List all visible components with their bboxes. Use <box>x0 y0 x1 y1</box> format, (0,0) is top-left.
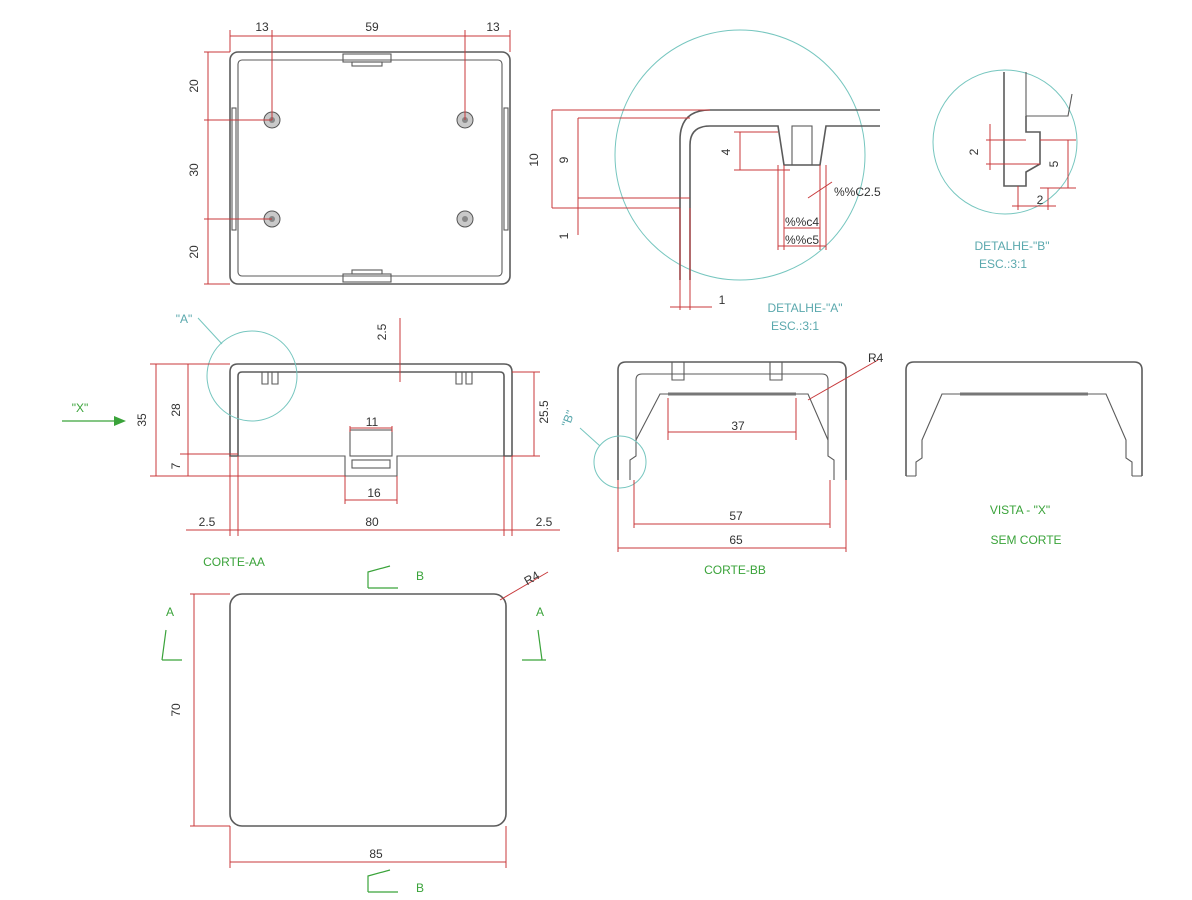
dim-65: 65 <box>729 533 743 547</box>
section-aa: "A" "X" 2.5 35 28 7 25.5 11 16 2.5 <box>62 312 560 569</box>
dim-2-5-left: 2.5 <box>199 515 216 529</box>
dim-25-5: 25.5 <box>537 400 551 424</box>
detail-a: 10 9 1 1 4 %%C2.5 %%c4 %%c5 DETALHE-"A" … <box>527 29 881 333</box>
dim-37: 37 <box>731 419 745 433</box>
dim-16: 16 <box>367 486 381 500</box>
view-x-label: "X" <box>72 401 89 415</box>
section-aa-base <box>238 455 504 477</box>
top-view: 13 59 13 20 30 20 <box>187 20 511 285</box>
section-bb-shell-inner <box>629 373 835 480</box>
section-bb-shell-outer <box>617 361 847 480</box>
dim-2-5-right: 2.5 <box>536 515 553 529</box>
plan-view-outline <box>229 593 507 827</box>
dim-9: 9 <box>557 156 571 163</box>
arrow-b-top-label: B <box>416 569 424 583</box>
dim-c4: %%c4 <box>785 215 819 229</box>
hole <box>456 210 474 228</box>
dim-57: 57 <box>729 509 743 523</box>
detail-b-title: DETALHE-"B" <box>975 239 1050 253</box>
section-aa-boss <box>349 429 393 457</box>
view-x-subtitle: SEM CORTE <box>990 533 1061 547</box>
bottom-clip-inner <box>351 269 383 275</box>
dim-11: 11 <box>366 415 379 429</box>
right-rail <box>503 107 509 231</box>
view-x-title: VISTA - "X" <box>990 503 1050 517</box>
section-arrow-b-top-icon <box>367 565 398 589</box>
detail-b-profile <box>1003 72 1041 187</box>
arrow-a-right-label: A <box>536 605 544 619</box>
section-bb-floor <box>635 393 829 441</box>
bottom-clip <box>342 273 392 283</box>
top-clip-inner <box>351 61 383 67</box>
top-view-inner <box>237 59 503 277</box>
marker-a: "A" <box>176 312 193 326</box>
dim-v-mid: 30 <box>187 163 201 177</box>
section-bb-detail-circle <box>593 435 647 489</box>
section-arrow-a-left-icon <box>161 629 182 661</box>
section-bb-title: CORTE-BB <box>704 563 766 577</box>
dim-left: 13 <box>255 20 269 34</box>
dim-right: 13 <box>486 20 500 34</box>
dim-4: 4 <box>719 148 733 155</box>
detail-a-slot <box>791 125 813 166</box>
dim-35: 35 <box>135 413 149 427</box>
section-bb: "B" R4 37 57 65 CORTE-BB <box>559 351 884 577</box>
dim-v-bottom: 20 <box>187 245 201 259</box>
detail-b-circle <box>932 69 1078 215</box>
arrow-a-left-label: A <box>166 605 174 619</box>
detail-b: 2 5 2 DETALHE-"B" ESC.:3:1 <box>932 69 1078 271</box>
view-x-inner <box>915 393 1133 476</box>
dim-10: 10 <box>527 153 541 167</box>
section-aa-title: CORTE-AA <box>203 555 265 569</box>
section-arrow-b-bottom-icon <box>367 869 398 893</box>
section-aa-clip-right <box>455 372 473 385</box>
top-clip <box>342 53 392 63</box>
dim-2-left: 2 <box>967 148 981 155</box>
marker-b: "B" <box>559 408 578 428</box>
top-view-outer <box>229 51 511 285</box>
dim-80: 80 <box>365 515 379 529</box>
dim-70: 70 <box>169 703 183 717</box>
plan-view: R4 70 85 B A A B <box>161 565 549 895</box>
section-aa-clip-left <box>261 372 279 385</box>
detail-b-profile-inner <box>1025 72 1073 117</box>
dim-7: 7 <box>169 462 183 469</box>
dim-85: 85 <box>369 847 383 861</box>
detail-b-scale: ESC.:3:1 <box>979 257 1027 271</box>
dim-v-top: 20 <box>187 79 201 93</box>
section-aa-detail-circle <box>206 330 298 422</box>
dim-2-5-top: 2.5 <box>375 323 389 340</box>
dim-c5: %%c5 <box>785 233 819 247</box>
detail-a-scale: ESC.:3:1 <box>771 319 819 333</box>
detail-a-title: DETALHE-"A" <box>768 301 843 315</box>
section-arrow-a-right-icon <box>522 629 546 661</box>
dim-1-left: 1 <box>557 232 571 239</box>
dim-c25: %%C2.5 <box>834 185 881 199</box>
detail-a-circle <box>614 29 866 281</box>
section-bb-clips <box>671 362 783 381</box>
section-aa-boss-inner <box>351 459 391 469</box>
arrow-b-bottom-label: B <box>416 881 424 895</box>
left-rail <box>231 107 237 231</box>
dim-r4-plan: R4 <box>522 568 543 588</box>
view-x-outer <box>905 361 1143 476</box>
dim-r4: R4 <box>868 351 884 365</box>
dim-5: 5 <box>1047 160 1061 167</box>
dim-middle: 59 <box>365 20 379 34</box>
dim-2-bottom: 2 <box>1037 193 1044 207</box>
view-x: VISTA - "X" SEM CORTE <box>905 361 1143 547</box>
dim-1-bottom: 1 <box>719 293 726 307</box>
view-x-arrowhead-icon <box>114 416 126 426</box>
dim-28: 28 <box>169 403 183 417</box>
